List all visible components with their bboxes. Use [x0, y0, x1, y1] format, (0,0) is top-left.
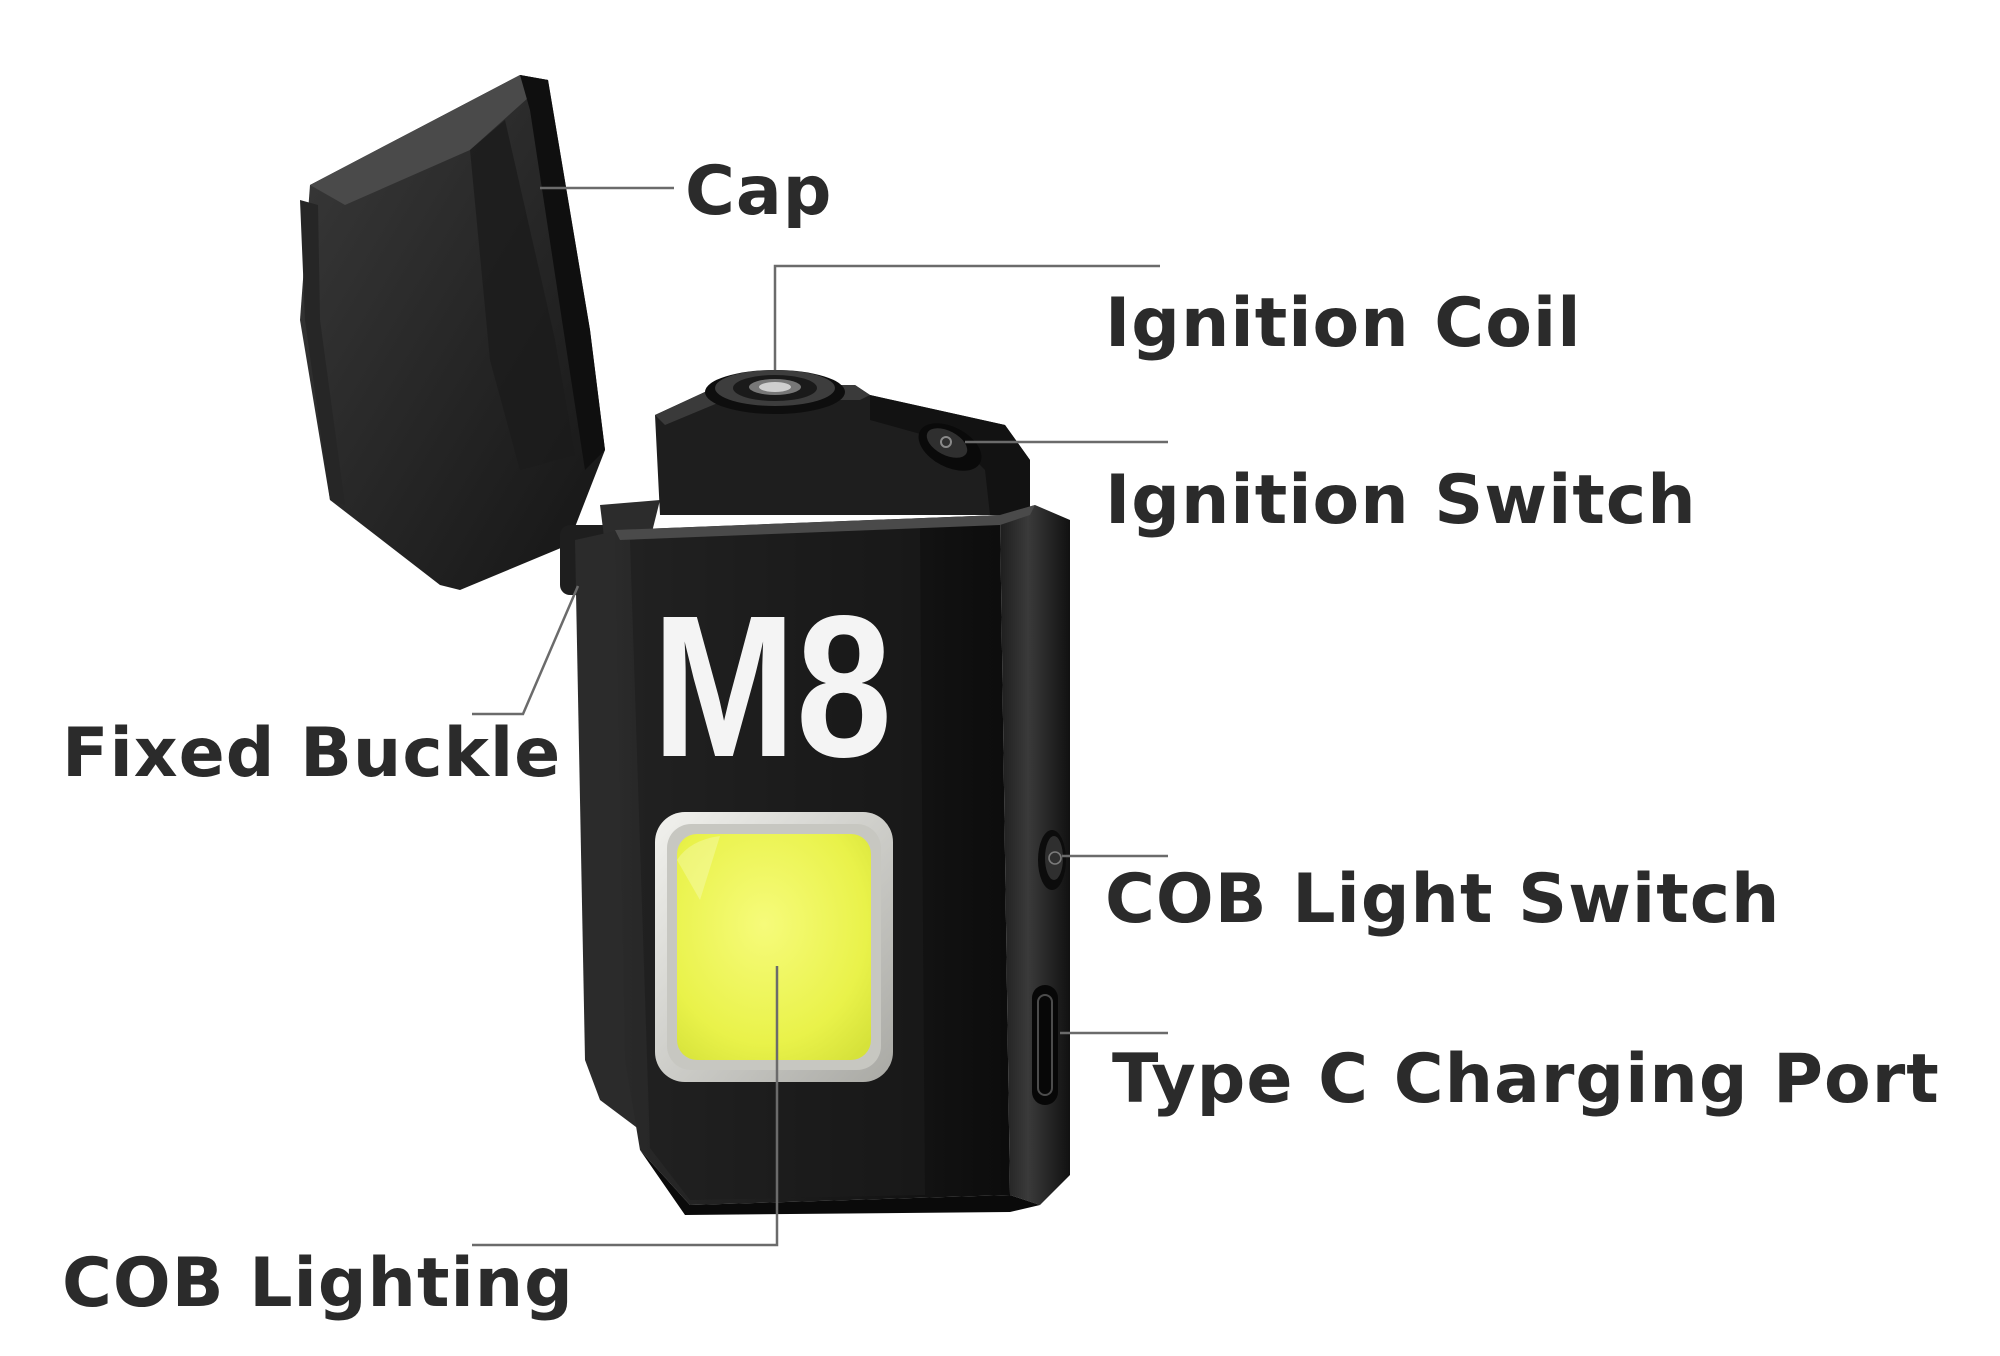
cap-part — [300, 75, 605, 590]
label-ignition-switch: Ignition Switch — [1105, 461, 1697, 540]
leader-lines — [472, 186, 1168, 1247]
label-cob-lighting: COB Lighting — [62, 1244, 574, 1323]
model-mark: M8 — [652, 573, 892, 799]
cob-light-switch-part — [1038, 830, 1066, 890]
cob-led-window — [655, 812, 893, 1082]
label-cap: Cap — [685, 152, 833, 231]
ignition-coil-part — [705, 370, 845, 414]
ignition-switch-part — [918, 423, 982, 471]
type-c-port-part — [1032, 985, 1058, 1105]
label-cob-light-switch: COB Light Switch — [1105, 860, 1781, 939]
label-fixed-buckle: Fixed Buckle — [62, 714, 562, 793]
leader-ignition-coil — [773, 264, 1160, 370]
label-ignition-coil: Ignition Coil — [1105, 284, 1582, 363]
label-type-c-port: Type C Charging Port — [1112, 1040, 1940, 1119]
leader-cob-lighting — [472, 966, 779, 1247]
leader-fixed-buckle — [472, 585, 580, 716]
